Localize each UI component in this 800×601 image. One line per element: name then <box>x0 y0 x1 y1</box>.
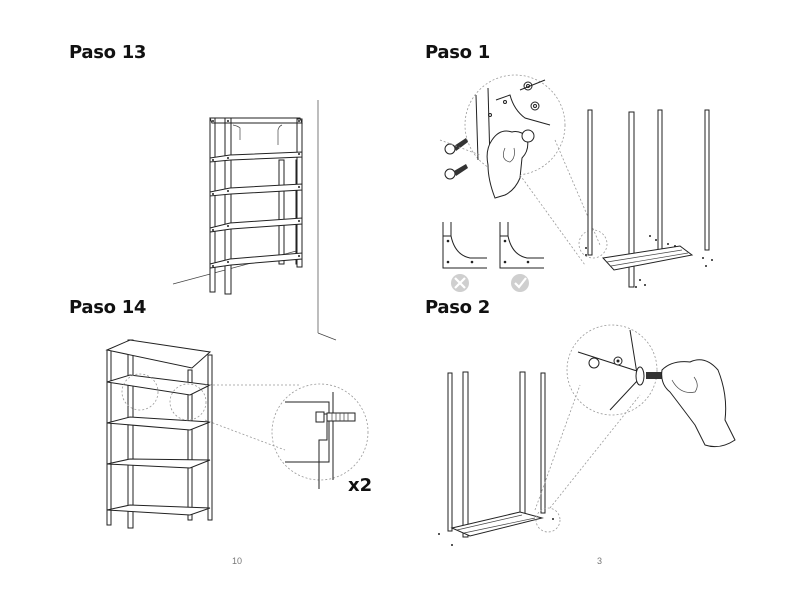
shelf-top <box>105 339 212 369</box>
check-icon <box>511 274 529 292</box>
shelf-edge <box>285 401 330 463</box>
base-frame-paso-2 <box>450 511 544 537</box>
illustration-assembled-shelf <box>172 100 337 341</box>
screw-icon <box>326 412 356 422</box>
shelves <box>209 151 303 269</box>
page-number-left: 10 <box>232 556 243 566</box>
top-brace <box>232 124 283 145</box>
uprights-paso-2 <box>447 371 546 538</box>
washer-icon <box>635 366 645 386</box>
top-frame <box>209 117 303 124</box>
bolt-thread-icon <box>646 372 662 379</box>
cross-mark <box>454 277 466 289</box>
gloved-hand-icon-paso-2 <box>661 359 736 448</box>
step-title-paso-13: Paso 13 <box>69 42 147 63</box>
uprights <box>587 109 710 288</box>
nut-icon <box>588 357 600 369</box>
orientation-hints <box>442 222 544 292</box>
bracket-line <box>318 413 328 489</box>
detail-circle-b <box>169 383 207 421</box>
illustration-paso-14 <box>105 339 369 529</box>
zoom-target-circle <box>578 229 608 259</box>
bolt-detail-circle <box>566 324 658 416</box>
illustration-paso-1 <box>439 74 713 292</box>
front-post-right <box>296 118 303 268</box>
floor-line-right <box>317 332 337 341</box>
back-post-right <box>278 159 285 265</box>
zoom-target-circle-paso-2 <box>535 507 561 533</box>
check-mark <box>514 277 527 289</box>
step-title-paso-1: Paso 1 <box>425 42 490 63</box>
bolt-icon <box>444 138 468 180</box>
front-post-left <box>224 117 232 295</box>
joint-dots <box>212 120 300 267</box>
illustration-paso-2 <box>438 324 736 546</box>
page-number-right: 3 <box>597 556 603 566</box>
shelves-paso-14 <box>106 374 212 516</box>
anchor-detail-circle <box>271 383 369 481</box>
quantity-label: x2 <box>348 475 373 496</box>
gloved-hand-icon <box>486 130 529 199</box>
step-title-paso-2: Paso 2 <box>425 297 490 318</box>
base-frame <box>602 245 694 271</box>
detail-circle <box>464 74 566 176</box>
detail-circle-a <box>121 373 159 411</box>
screws-scattered <box>585 235 713 288</box>
bracket-detail <box>475 79 551 163</box>
step-title-paso-14: Paso 14 <box>69 297 147 318</box>
nut-icon <box>315 411 325 423</box>
